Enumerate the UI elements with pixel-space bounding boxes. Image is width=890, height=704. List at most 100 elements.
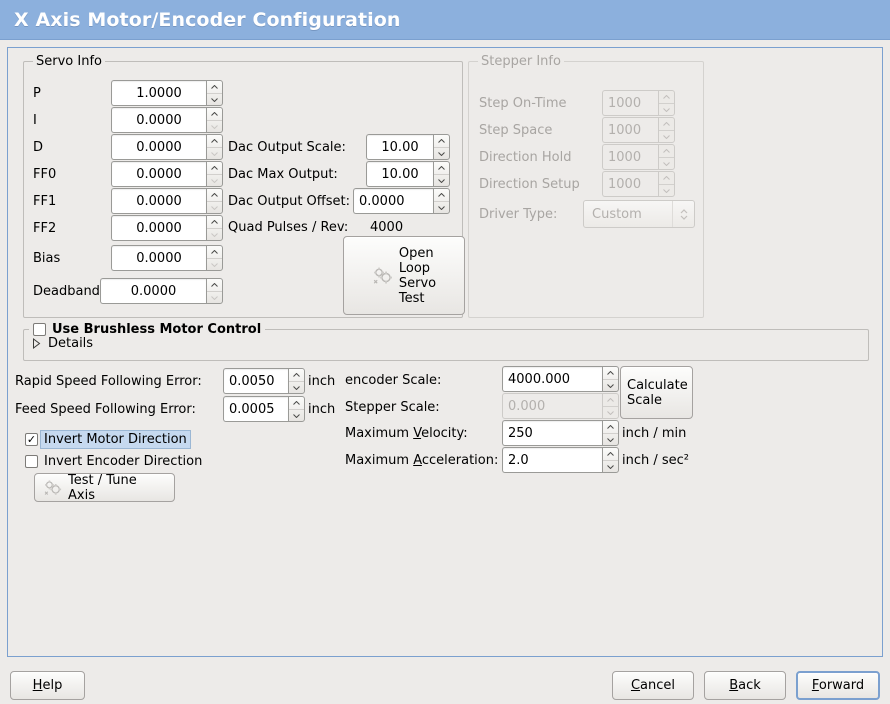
dac-max-output-increment[interactable] (434, 162, 449, 174)
forward-button[interactable]: Forward (796, 671, 880, 700)
dac-output-scale-spinbox[interactable]: 10.00 (366, 134, 450, 160)
servo-ff0-decrement[interactable] (207, 174, 222, 186)
checkbox-box[interactable] (33, 323, 46, 336)
servo-d-increment[interactable] (207, 135, 222, 147)
dac-output-scale-decrement[interactable] (434, 147, 449, 159)
driver-type-value: Custom (592, 206, 642, 222)
maximum-velocity-decrement[interactable] (603, 433, 618, 445)
rapid-speed-following-error-decrement[interactable] (289, 381, 304, 393)
rapid-speed-following-error-spinbox[interactable]: 0.0050 (223, 368, 305, 394)
maximum-acceleration-decrement[interactable] (603, 460, 618, 472)
maximum-acceleration-spinbox[interactable]: 2.0 (502, 447, 619, 473)
servo-d-spinbox[interactable]: 0.0000 (111, 134, 223, 160)
servo-p-stepper[interactable] (206, 80, 223, 106)
servo-ff0-spinbox[interactable]: 0.0000 (111, 161, 223, 187)
servo-ff2-decrement[interactable] (207, 228, 222, 240)
maximum-velocity-stepper[interactable] (602, 420, 619, 446)
servo-ff1-spinbox[interactable]: 0.0000 (111, 188, 223, 214)
servo-deadband-stepper[interactable] (206, 278, 223, 304)
feed-speed-following-error-increment[interactable] (289, 397, 304, 409)
feed-speed-following-error-decrement[interactable] (289, 409, 304, 421)
feed-speed-following-error-stepper[interactable] (288, 396, 305, 422)
back-button[interactable]: Back (704, 671, 786, 700)
servo-d-input[interactable]: 0.0000 (111, 134, 206, 160)
help-button[interactable]: Help (10, 671, 85, 700)
dac-output-scale-input[interactable]: 10.00 (366, 134, 433, 160)
servo-deadband-decrement[interactable] (207, 291, 222, 303)
help-button-label: Help (32, 678, 63, 693)
servo-p-spinbox[interactable]: 1.0000 (111, 80, 223, 106)
encoder-scale-stepper[interactable] (602, 366, 619, 392)
servo-i-input[interactable]: 0.0000 (111, 107, 206, 133)
servo-ff1-input[interactable]: 0.0000 (111, 188, 206, 214)
encoder-scale-decrement[interactable] (603, 379, 618, 391)
encoder-scale-input[interactable]: 4000.000 (502, 366, 602, 392)
details-expander[interactable]: Details (32, 336, 93, 351)
direction-hold-stepper (658, 144, 675, 170)
servo-p-increment[interactable] (207, 81, 222, 93)
test-tune-axis-button[interactable]: Test / Tune Axis (34, 473, 175, 503)
direction-setup-increment (659, 172, 674, 184)
dac-max-output-input[interactable]: 10.00 (366, 161, 433, 187)
dac-output-offset-decrement[interactable] (434, 201, 449, 213)
servo-ff2-stepper[interactable] (206, 215, 223, 241)
servo-ff1-decrement[interactable] (207, 201, 222, 213)
servo-i-spinbox[interactable]: 0.0000 (111, 107, 223, 133)
checkbox-box-checked[interactable]: ✓ (25, 433, 38, 446)
servo-p-input[interactable]: 1.0000 (111, 80, 206, 106)
servo-deadband-increment[interactable] (207, 279, 222, 291)
maximum-acceleration-stepper[interactable] (602, 447, 619, 473)
servo-deadband-input[interactable]: 0.0000 (100, 278, 206, 304)
dac-output-scale-stepper[interactable] (433, 134, 450, 160)
maximum-velocity-spinbox[interactable]: 250 (502, 420, 619, 446)
servo-i-decrement[interactable] (207, 120, 222, 132)
cancel-button[interactable]: Cancel (612, 671, 694, 700)
dac-output-offset-increment[interactable] (434, 189, 449, 201)
servo-bias-decrement[interactable] (207, 258, 222, 270)
servo-ff0-increment[interactable] (207, 162, 222, 174)
servo-bias-stepper[interactable] (206, 245, 223, 271)
servo-ff2-spinbox[interactable]: 0.0000 (111, 215, 223, 241)
dac-output-offset-input[interactable]: 0.0000 (353, 188, 433, 214)
servo-ff0-stepper[interactable] (206, 161, 223, 187)
encoder-scale-increment[interactable] (603, 367, 618, 379)
invert-motor-direction-checkbox[interactable]: ✓ Invert Motor Direction (25, 430, 191, 449)
encoder-scale-spinbox[interactable]: 4000.000 (502, 366, 619, 392)
servo-ff2-input[interactable]: 0.0000 (111, 215, 206, 241)
dac-max-output-spinbox[interactable]: 10.00 (366, 161, 450, 187)
servo-deadband-spinbox[interactable]: 0.0000 (100, 278, 223, 304)
dac-max-output-decrement[interactable] (434, 174, 449, 186)
invert-encoder-direction-checkbox[interactable]: Invert Encoder Direction (25, 454, 202, 469)
dac-max-output-stepper[interactable] (433, 161, 450, 187)
dac-output-offset-stepper[interactable] (433, 188, 450, 214)
dac-output-offset-spinbox[interactable]: 0.0000 (353, 188, 450, 214)
checkbox-box[interactable] (25, 455, 38, 468)
feed-speed-following-error-spinbox[interactable]: 0.0005 (223, 396, 305, 422)
servo-i-increment[interactable] (207, 108, 222, 120)
servo-ff2-increment[interactable] (207, 216, 222, 228)
servo-d-stepper[interactable] (206, 134, 223, 160)
gears-icon (43, 479, 63, 497)
servo-i-stepper[interactable] (206, 107, 223, 133)
servo-bias-input[interactable]: 0.0000 (111, 245, 206, 271)
feed-speed-following-error-input[interactable]: 0.0005 (223, 396, 288, 422)
maximum-velocity-increment[interactable] (603, 421, 618, 433)
servo-ff1-stepper[interactable] (206, 188, 223, 214)
rapid-speed-following-error-increment[interactable] (289, 369, 304, 381)
servo-d-decrement[interactable] (207, 147, 222, 159)
maximum-acceleration-input[interactable]: 2.0 (502, 447, 602, 473)
servo-bias-increment[interactable] (207, 246, 222, 258)
use-brushless-motor-control-checkbox[interactable]: Use Brushless Motor Control (33, 322, 261, 337)
servo-bias-spinbox[interactable]: 0.0000 (111, 245, 223, 271)
dac-output-scale-increment[interactable] (434, 135, 449, 147)
step-space-spinbox: 1000 (602, 117, 675, 143)
maximum-velocity-input[interactable]: 250 (502, 420, 602, 446)
servo-ff0-input[interactable]: 0.0000 (111, 161, 206, 187)
maximum-acceleration-increment[interactable] (603, 448, 618, 460)
servo-ff1-increment[interactable] (207, 189, 222, 201)
rapid-speed-following-error-stepper[interactable] (288, 368, 305, 394)
servo-p-decrement[interactable] (207, 93, 222, 105)
rapid-speed-following-error-input[interactable]: 0.0050 (223, 368, 288, 394)
